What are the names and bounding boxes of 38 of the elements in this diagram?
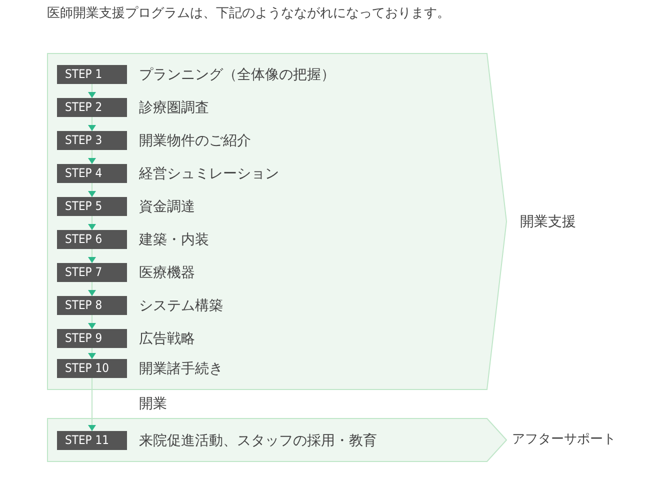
arrow bbox=[88, 116, 96, 132]
step-badge: STEP 3 bbox=[57, 131, 127, 150]
step-description: システム構築 bbox=[139, 297, 223, 315]
step-description: 建築・内装 bbox=[139, 231, 209, 249]
arrow bbox=[88, 282, 96, 296]
step-description: 医療機器 bbox=[139, 264, 195, 282]
arrow bbox=[88, 150, 96, 164]
edge-label: 開業 bbox=[139, 394, 167, 412]
step-description: 診療圏調査 bbox=[139, 99, 209, 117]
arrow bbox=[88, 348, 96, 360]
arrow bbox=[88, 216, 96, 230]
arrow bbox=[88, 378, 96, 432]
step-badge: STEP 1 bbox=[57, 65, 127, 84]
step-badge: STEP 7 bbox=[57, 263, 127, 282]
step-description: 経営シュミレーション bbox=[139, 165, 279, 183]
phase-label: アフターサポート bbox=[512, 431, 616, 449]
step-badge: STEP 10 bbox=[57, 359, 127, 378]
pentagon-band bbox=[47, 418, 507, 462]
phase-label: 開業支援 bbox=[520, 212, 576, 230]
step-badge: STEP 8 bbox=[57, 296, 127, 315]
step-badge: STEP 4 bbox=[57, 164, 127, 183]
step-description: 資金調達 bbox=[139, 198, 195, 216]
step-badge: STEP 2 bbox=[57, 98, 127, 117]
pentagon-band bbox=[47, 53, 507, 390]
step-badge: STEP 5 bbox=[57, 197, 127, 216]
step-badge: STEP 11 bbox=[57, 431, 127, 450]
step-badge: STEP 6 bbox=[57, 230, 127, 249]
arrow bbox=[88, 248, 96, 264]
step-description: 広告戦略 bbox=[139, 330, 195, 348]
arrow bbox=[88, 84, 96, 98]
step-badge: STEP 9 bbox=[57, 329, 127, 348]
step-description: プランニング（全体像の把握） bbox=[139, 66, 335, 84]
title: 医師開業支援プログラムは、下記のようなながれになっております。 bbox=[47, 5, 450, 22]
step-description: 来院促進活動、スタッフの採用・教育 bbox=[139, 432, 377, 450]
step-description: 開業諸手続き bbox=[139, 360, 223, 378]
step-description: 開業物件のご紹介 bbox=[139, 132, 251, 150]
arrow bbox=[88, 314, 96, 330]
arrow bbox=[88, 182, 96, 198]
